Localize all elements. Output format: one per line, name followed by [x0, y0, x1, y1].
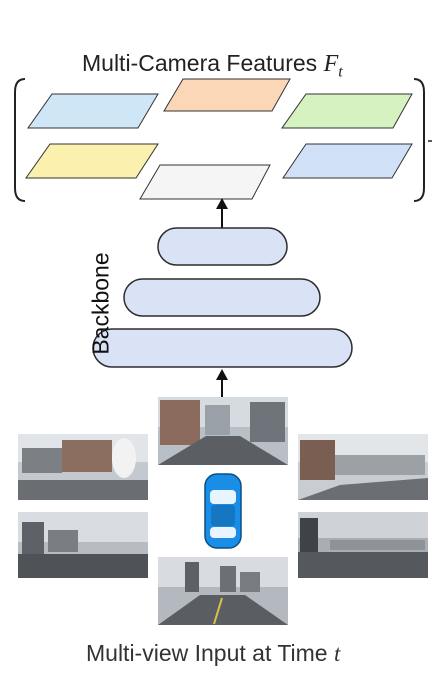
input-caption-var: t — [333, 641, 341, 666]
backbone-label: Backbone — [87, 252, 114, 355]
feature-map-blue — [27, 93, 159, 129]
backbone-block-bottom — [92, 328, 353, 368]
right-bracket — [413, 78, 425, 202]
car-icon — [204, 473, 242, 549]
features-title-var: F — [323, 51, 339, 77]
arrow-to-backbone-head — [216, 369, 228, 380]
feature-map-orange — [163, 78, 291, 112]
input-caption-text: Multi-view Input at Time — [86, 640, 334, 666]
camera-front-left — [18, 434, 148, 500]
feature-map-gray — [139, 164, 271, 200]
camera-front — [158, 397, 288, 465]
feature-map-lightblue — [282, 143, 413, 179]
left-bracket — [14, 78, 26, 202]
camera-back-right — [298, 512, 428, 578]
camera-back-left — [18, 512, 148, 578]
input-caption: Multi-view Input at Time t — [86, 640, 340, 667]
feature-map-green — [281, 93, 413, 129]
camera-front-right — [298, 434, 428, 500]
features-title-sub: t — [338, 63, 343, 81]
backbone-block-middle — [123, 278, 321, 317]
features-title: Multi-Camera Features Ft — [82, 50, 343, 82]
arrow-to-features-head — [216, 198, 228, 209]
backbone-block-top — [157, 227, 288, 266]
camera-back — [158, 557, 288, 625]
feature-map-yellow — [25, 143, 159, 179]
features-title-text: Multi-Camera Features — [82, 50, 324, 76]
